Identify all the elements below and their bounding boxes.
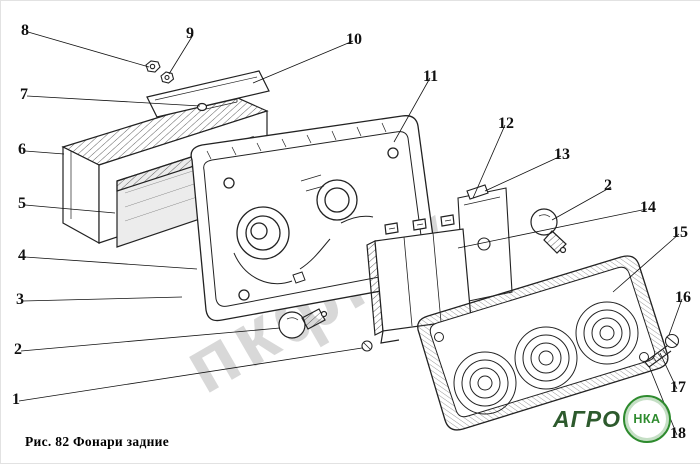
bulb-right bbox=[530, 208, 567, 254]
callout-12: 12 bbox=[498, 115, 514, 132]
callout-9: 9 bbox=[186, 25, 194, 42]
callout-17: 17 bbox=[670, 379, 686, 396]
terminal-block bbox=[366, 214, 472, 344]
fixing-screw bbox=[644, 333, 680, 368]
callout-11: 11 bbox=[423, 68, 439, 85]
leader-line-1 bbox=[18, 347, 363, 402]
callout-1: 1 bbox=[12, 391, 20, 408]
brand-logo-text: АГРО bbox=[553, 405, 621, 432]
callout-14: 14 bbox=[640, 199, 656, 216]
callout-13: 13 bbox=[554, 146, 570, 163]
lens-assembly bbox=[417, 255, 669, 431]
leader-line-13 bbox=[484, 155, 562, 192]
leader-line-5 bbox=[24, 204, 116, 214]
bulb-left bbox=[278, 308, 328, 339]
figure-caption: Рис. 82 Фонари задние bbox=[25, 434, 170, 449]
mount-screw-bottom bbox=[361, 340, 373, 352]
callout-3: 3 bbox=[16, 291, 24, 308]
mounting-bracket bbox=[146, 70, 270, 118]
leader-line-14 bbox=[457, 208, 648, 249]
callout-6: 6 bbox=[18, 141, 26, 158]
leader-line-2 bbox=[20, 327, 281, 352]
callout-18: 18 bbox=[670, 425, 686, 442]
callout-2: 2 bbox=[604, 177, 612, 194]
leader-line-16 bbox=[668, 298, 683, 336]
leader-line-7 bbox=[26, 95, 201, 107]
leader-line-9 bbox=[168, 34, 194, 75]
callout-2: 2 bbox=[14, 341, 22, 358]
leader-line-10 bbox=[252, 40, 354, 84]
leader-line-3 bbox=[22, 296, 183, 302]
brand-logo-circle-text: НКА bbox=[633, 412, 661, 426]
leader-line-8 bbox=[27, 31, 150, 68]
leader-line-11 bbox=[393, 77, 431, 143]
callout-4: 4 bbox=[18, 247, 26, 264]
callout-7: 7 bbox=[20, 86, 28, 103]
callout-10: 10 bbox=[346, 31, 362, 48]
leader-line-2 bbox=[551, 186, 612, 221]
leader-line-6 bbox=[24, 150, 65, 155]
leader-line-15 bbox=[612, 233, 680, 293]
callout-16: 16 bbox=[675, 289, 691, 306]
leader-line-17 bbox=[659, 352, 678, 390]
callout-15: 15 bbox=[672, 224, 688, 241]
brand-logo-circle: НКА bbox=[622, 395, 671, 443]
leader-line-4 bbox=[24, 256, 198, 270]
nut-fasteners bbox=[145, 60, 175, 84]
retainer-clip bbox=[466, 184, 489, 200]
leader-line-12 bbox=[472, 124, 506, 199]
brand-logo: АГРО НКА bbox=[553, 395, 671, 443]
callout-5: 5 bbox=[18, 195, 26, 212]
callout-8: 8 bbox=[21, 22, 29, 39]
